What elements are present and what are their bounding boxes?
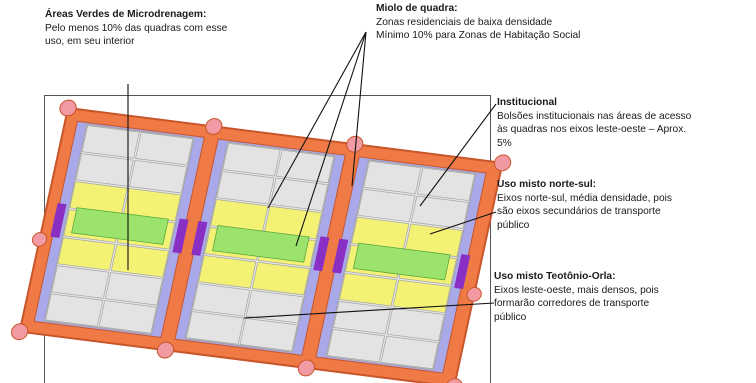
label-areas-verdes-title: Áreas Verdes de Microdrenagem:	[45, 9, 207, 20]
lot	[363, 160, 422, 195]
lot	[51, 265, 110, 299]
intersection-node	[297, 359, 315, 377]
lot	[357, 188, 416, 223]
leader-miolo-3	[351, 31, 367, 187]
lot	[239, 318, 298, 352]
leader-misto-norte-sul	[429, 211, 497, 235]
institutional-pocket	[191, 220, 208, 256]
institutional-pocket	[454, 254, 471, 289]
intersection-node	[156, 341, 175, 359]
lot	[216, 171, 275, 205]
leader-misto-teotonio	[243, 302, 495, 319]
label-misto-teotonio: Uso misto Teotônio-Orla: Eixos leste-oes…	[494, 270, 659, 324]
lot	[270, 177, 328, 212]
label-institucional-text: Bolsões institucionais nas áreas de aces…	[497, 110, 692, 149]
lot	[386, 307, 445, 342]
lot	[129, 160, 188, 194]
institutional-pocket	[313, 236, 330, 272]
lot	[98, 300, 157, 334]
lot	[104, 272, 163, 306]
lot	[186, 311, 245, 345]
intersection-node	[466, 286, 482, 302]
leader-miolo-1	[267, 31, 367, 209]
lot	[380, 335, 439, 370]
intersection-node	[493, 154, 512, 172]
intersection-node	[59, 99, 77, 117]
lot	[75, 153, 134, 187]
intersection-node	[205, 118, 223, 135]
label-misto-norte-sul: Uso misto norte-sul: Eixos norte-sul, mé…	[497, 178, 672, 232]
label-misto-norte-sul-text: Eixos norte-sul, média densidade, pois s…	[497, 192, 672, 231]
label-misto-teotonio-title: Uso misto Teotônio-Orla:	[494, 271, 616, 282]
label-miolo-text: Zonas residenciais de baixa densidade Mí…	[376, 16, 581, 42]
block-plan	[11, 99, 512, 383]
green-area-2	[211, 224, 310, 263]
residential-lot	[392, 279, 451, 314]
label-areas-verdes: Áreas Verdes de Microdrenagem: Pelo meno…	[45, 8, 227, 49]
lot	[333, 301, 392, 335]
lot	[222, 143, 281, 177]
intersection-node	[31, 232, 48, 247]
label-miolo: Miolo de quadra: Zonas residenciais de b…	[376, 2, 580, 43]
lot	[135, 132, 194, 166]
label-institucional: Institucional Bolsões institucionais nas…	[497, 96, 691, 150]
residential-lot	[57, 237, 116, 271]
residential-lot	[198, 255, 257, 289]
green-area-3	[352, 242, 451, 281]
lot	[410, 195, 469, 229]
institutional-pocket	[172, 218, 189, 254]
lot	[192, 283, 251, 317]
label-miolo-title: Miolo de quadra:	[376, 3, 458, 14]
lot	[45, 293, 104, 327]
residential-lot	[339, 272, 398, 307]
label-areas-verdes-text: Pelo menos 10% das quadras com esse uso,…	[45, 22, 228, 48]
lot	[81, 125, 140, 159]
residential-lot	[110, 244, 169, 278]
lot	[327, 329, 385, 363]
green-area-1	[71, 207, 169, 245]
institutional-pocket	[332, 238, 349, 274]
label-institucional-title: Institucional	[497, 97, 557, 108]
leader-miolo-2	[295, 31, 367, 247]
label-misto-norte-sul-title: Uso misto norte-sul:	[497, 179, 597, 190]
lot	[416, 167, 475, 201]
institutional-pocket	[50, 203, 67, 238]
leader-institucional	[419, 103, 497, 207]
residential-lot	[251, 261, 310, 296]
label-misto-teotonio-text: Eixos leste-oeste, mais densos, pois for…	[494, 284, 659, 323]
intersection-node	[11, 323, 29, 341]
